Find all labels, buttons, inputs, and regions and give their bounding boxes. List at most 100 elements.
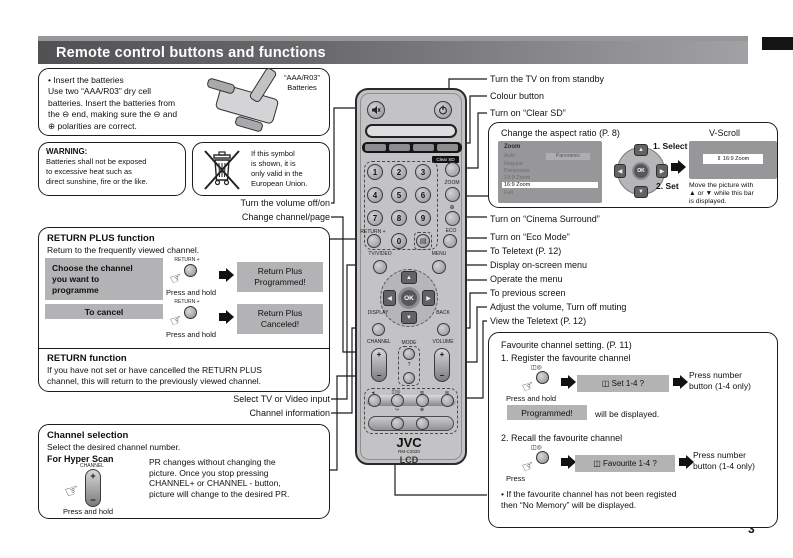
menu-button — [432, 260, 446, 274]
bottom-bar — [368, 416, 454, 431]
right-arrow-button: ▶ — [422, 290, 435, 306]
lcd-label: LCD — [399, 455, 419, 465]
weee-bin-icon — [204, 150, 240, 190]
page-title-bar: Remote control buttons and functions — [38, 41, 748, 64]
mode-button-2 — [403, 372, 415, 384]
return-key-caption: RETURN + — [174, 299, 200, 305]
pressing-hand-icon: ☞ — [167, 310, 185, 330]
choose-channel-label: Choose the channel you want to programme — [45, 258, 163, 300]
page-number: 3 — [748, 522, 755, 536]
callout-teletext: To Teletext (P. 12) — [490, 246, 562, 256]
menu-caption: MENU — [431, 251, 447, 257]
button-band — [366, 395, 456, 406]
vscroll-bar: ⇕ 16:9 Zoom — [703, 154, 763, 164]
mode-caption: MODE — [401, 340, 417, 346]
aspect-zoom-button — [445, 187, 460, 202]
favourite-title: Favourite channel setting. (P. 11) — [501, 340, 632, 350]
hyper-scan-title: For Hyper Scan — [47, 454, 114, 464]
channel-rocker: + − — [371, 348, 387, 382]
mini-left-arrow-button: ◀ — [614, 164, 626, 178]
zoom-menu-screen: Zoom Auto Panoramic Regular Panoramic 14… — [498, 141, 602, 203]
menu-badge-panoramic: Panoramic — [546, 153, 590, 160]
aspect-title: Change the aspect ratio (P. 8) — [501, 128, 620, 138]
pressing-hand-icon: ☞ — [167, 268, 185, 288]
menu-item-regular: Regular — [504, 161, 524, 167]
tv-video-caption: TV/VIDEO — [368, 251, 392, 257]
aspect-ratio-box: Change the aspect ratio (P. 8) V-Scroll … — [488, 122, 778, 208]
favourite-step1: 1. Register the favourite channel — [501, 353, 631, 363]
colour-key-3 — [413, 144, 434, 151]
menu-item-16-9-selected: 16:9 Zoom — [502, 182, 598, 188]
favourite-button-graphic — [536, 451, 549, 464]
channel-selection-box: Channel selection Select the desired cha… — [38, 424, 330, 519]
flow-arrow-icon — [561, 455, 576, 469]
teletext-index-button — [416, 394, 429, 407]
flow-arrow-icon — [561, 375, 576, 389]
callout-operate-menu: Operate the menu — [490, 274, 563, 284]
press-and-hold-label: Press and hold — [506, 394, 557, 403]
menu-item-panoramic: Panoramic — [504, 168, 531, 174]
hyper-scan-text: PR changes without changing the picture.… — [149, 457, 290, 499]
power-icon — [439, 105, 447, 115]
mode-button-1 — [403, 348, 415, 360]
numpad-outline — [364, 161, 438, 250]
press-and-hold-label: Press and hold — [166, 330, 217, 339]
page-edge-tab — [762, 37, 793, 50]
callout-cinema-surround: Turn on “Cinema Surround” — [490, 214, 600, 224]
programmed-result-label: Return Plus Programmed! — [237, 262, 323, 292]
vscroll-title: V-Scroll — [709, 128, 741, 138]
channel-key-caption: CHANNEL — [80, 463, 104, 469]
back-caption: BACK — [436, 310, 450, 316]
programmed-suffix: will be displayed. — [595, 409, 660, 419]
return-button-graphic — [184, 306, 197, 319]
favourite-key-icon: ◫◎ — [531, 445, 542, 451]
warning-box: WARNING: Batteries shall not be exposed … — [38, 142, 186, 196]
favourite-channel-box: Favourite channel setting. (P. 11) 1. Re… — [488, 332, 778, 528]
plus-label: + — [90, 471, 96, 481]
page-title: Remote control buttons and functions — [56, 45, 326, 61]
favourite-icon: ◫◎ — [391, 389, 401, 395]
digit-5-button: 5 — [391, 187, 407, 203]
teletext-button: ▤ — [416, 234, 430, 248]
mode-outline — [398, 346, 420, 386]
header-strip — [38, 36, 748, 41]
teletext-reveal-button — [368, 394, 381, 407]
callout-channel-info: Channel information — [249, 408, 330, 418]
channel-caption: CHANNEL — [367, 339, 391, 345]
subpage-button — [391, 417, 404, 430]
return-key-caption: RETURN + — [360, 229, 386, 235]
jvc-logo: JVC — [396, 435, 422, 450]
mini-up-arrow-button: ▲ — [634, 144, 648, 156]
power-standby-button — [434, 101, 452, 119]
favourite-button — [391, 394, 404, 407]
left-arrow-button: ◀ — [383, 290, 396, 306]
battery-instructions: • Insert the batteries Use two “AAA/R03”… — [48, 75, 178, 131]
return-button-graphic — [184, 264, 197, 277]
programmed-label: Programmed! — [507, 405, 587, 420]
favourite-key-icon: ◫◎ — [531, 365, 542, 371]
return-key-caption: RETURN + — [174, 257, 200, 263]
zoom-key-caption: ZOOM — [444, 180, 460, 186]
reveal-icon: ◄ — [370, 390, 376, 395]
down-arrow-button: ▼ — [401, 311, 417, 324]
digit-8-button: 8 — [391, 210, 407, 226]
digit-6-button: 6 — [415, 187, 431, 203]
zoom-menu-title: Zoom — [504, 144, 521, 150]
callout-clear-sd: Turn on “Clear SD” — [490, 108, 566, 118]
teletext-hold-button — [441, 394, 454, 407]
warning-title: WARNING: — [46, 147, 88, 156]
callout-colour-button: Colour button — [490, 91, 545, 101]
channel-selection-title: Channel selection — [47, 430, 129, 441]
callout-select-input: Select TV or Video input — [233, 394, 330, 404]
remote-inner-outline — [360, 93, 462, 460]
cancel-button — [416, 417, 429, 430]
callout-eco-mode: Turn on “Eco Mode” — [490, 232, 570, 242]
top-bar-key — [365, 124, 457, 138]
callout-previous-screen: To previous screen — [490, 288, 566, 298]
display-caption: DISPLAY — [367, 310, 389, 316]
favourite-step2: 2. Recall the favourite channel — [501, 433, 623, 443]
digit-2-button: 2 — [391, 164, 407, 180]
clear-sd-tag: Clear SD — [432, 156, 459, 163]
battery-box: • Insert the batteries Use two “AAA/R03”… — [38, 66, 330, 136]
digit-9-button: 9 — [415, 210, 431, 226]
